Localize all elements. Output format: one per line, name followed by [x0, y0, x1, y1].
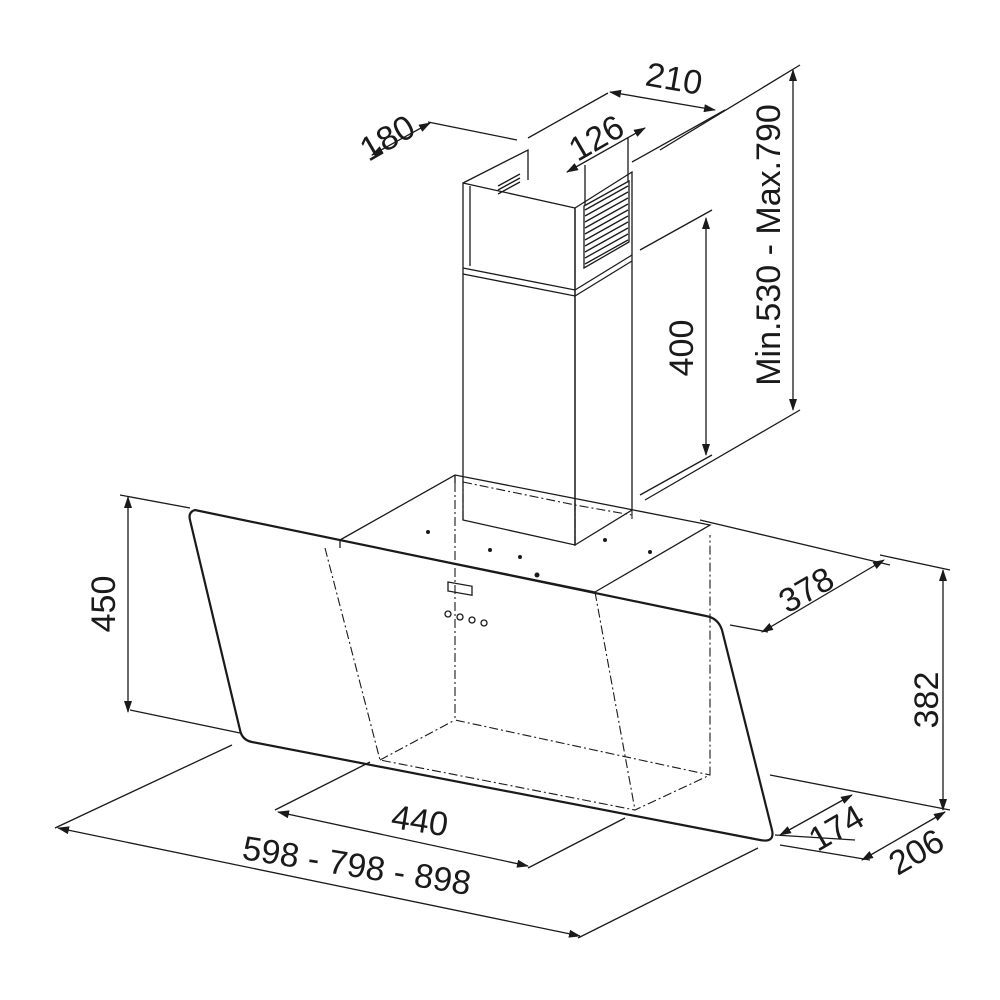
- dim-440: 440: [389, 798, 451, 844]
- control-panel: [444, 581, 488, 627]
- dim-126: 126: [562, 108, 630, 169]
- dim-210: 210: [643, 56, 705, 103]
- button-1: [444, 610, 452, 618]
- vent-grille-side: [583, 179, 630, 270]
- dimension-lines: [54, 64, 951, 939]
- vent-grille-left: [497, 173, 521, 195]
- dim-400: 400: [663, 320, 701, 377]
- chimney: [462, 148, 633, 547]
- dim-382: 382: [908, 672, 946, 729]
- button-4: [480, 619, 488, 627]
- dim-min-max-height: Min.530 - Max.790: [750, 104, 788, 386]
- chimney-inner-lines: [469, 173, 529, 266]
- display-window: [447, 581, 473, 596]
- hood-body: [324, 474, 712, 811]
- dim-206: 206: [882, 822, 950, 883]
- glass-panel: [188, 508, 774, 842]
- dim-450: 450: [85, 576, 123, 633]
- dim-378: 378: [772, 560, 840, 621]
- mounting-holes: [426, 530, 652, 578]
- chimney-joint: [462, 254, 633, 297]
- hood-body-dashed: [324, 480, 711, 811]
- chimney-front-face: [462, 182, 576, 546]
- dim-180: 180: [353, 108, 421, 169]
- chimney-top-edges: [462, 148, 529, 184]
- button-3: [468, 616, 476, 624]
- button-2: [456, 613, 464, 621]
